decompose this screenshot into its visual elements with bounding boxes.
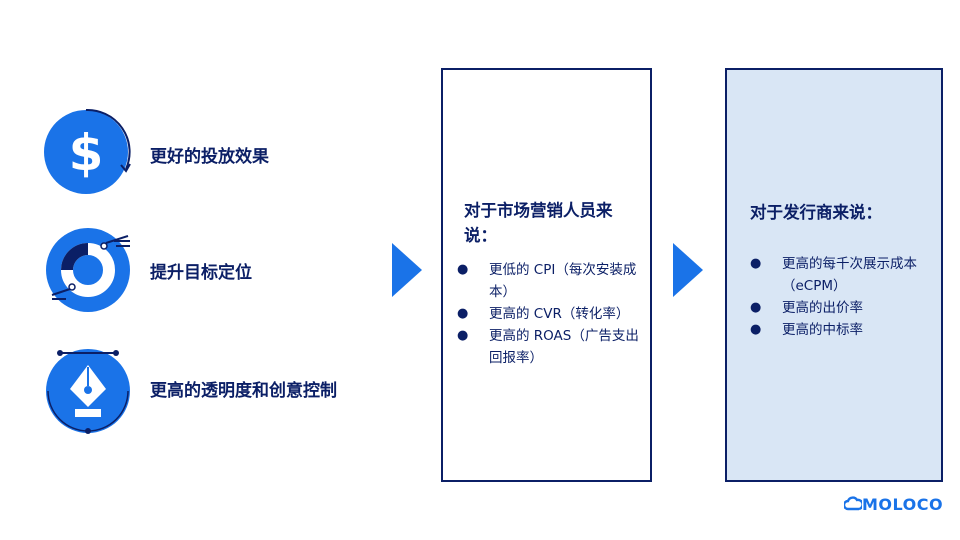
bullet-icon: ● <box>750 300 762 315</box>
panel-title: 对于发行商来说： <box>750 203 882 222</box>
bullet-icon: ● <box>750 256 762 271</box>
list-item: ●更高的 CVR（转化率） <box>457 303 643 325</box>
benefit-list: ●更低的 CPI（每次安装成本） ●更高的 CVR（转化率） ●更高的 ROAS… <box>457 259 643 369</box>
dollar-icon: $ <box>44 107 134 197</box>
feature-performance: $ 更好的投放效果 <box>44 107 269 197</box>
panel-title: 对于市场营销人员来说： <box>464 201 613 245</box>
arrow-right-icon <box>392 243 422 297</box>
logo-text: MOLOCO <box>862 494 944 514</box>
bullet-icon: ● <box>457 262 469 277</box>
feature-label: 更高的透明度和创意控制 <box>150 381 337 401</box>
marketers-panel: 对于市场营销人员来说： ●更低的 CPI（每次安装成本） ●更高的 CVR（转化… <box>441 68 652 482</box>
cloud-icon <box>844 496 862 511</box>
list-item: ●更高的每千次展示成本（eCPM） <box>750 253 936 297</box>
publishers-panel: 对于发行商来说： ●更高的每千次展示成本（eCPM） ●更高的出价率 ●更高的中… <box>725 68 943 482</box>
feature-label: 提升目标定位 <box>150 263 252 283</box>
target-donut-icon <box>44 225 134 315</box>
svg-text:$: $ <box>69 124 104 182</box>
arrow-right-icon <box>673 243 703 297</box>
benefit-list: ●更高的每千次展示成本（eCPM） ●更高的出价率 ●更高的中标率 <box>750 253 936 341</box>
bullet-icon: ● <box>457 328 469 343</box>
pen-nib-icon <box>44 345 134 435</box>
list-item: ●更高的 ROAS（广告支出回报率） <box>457 325 643 369</box>
feature-label: 更好的投放效果 <box>150 147 269 167</box>
feature-targeting: 提升目标定位 <box>44 225 252 315</box>
list-item: ●更高的中标率 <box>750 319 936 341</box>
bullet-icon: ● <box>457 306 469 321</box>
feature-transparency: 更高的透明度和创意控制 <box>44 345 337 435</box>
moloco-logo: MOLOCO <box>844 494 943 514</box>
list-item: ●更高的出价率 <box>750 297 936 319</box>
bullet-icon: ● <box>750 322 762 337</box>
list-item: ●更低的 CPI（每次安装成本） <box>457 259 643 303</box>
